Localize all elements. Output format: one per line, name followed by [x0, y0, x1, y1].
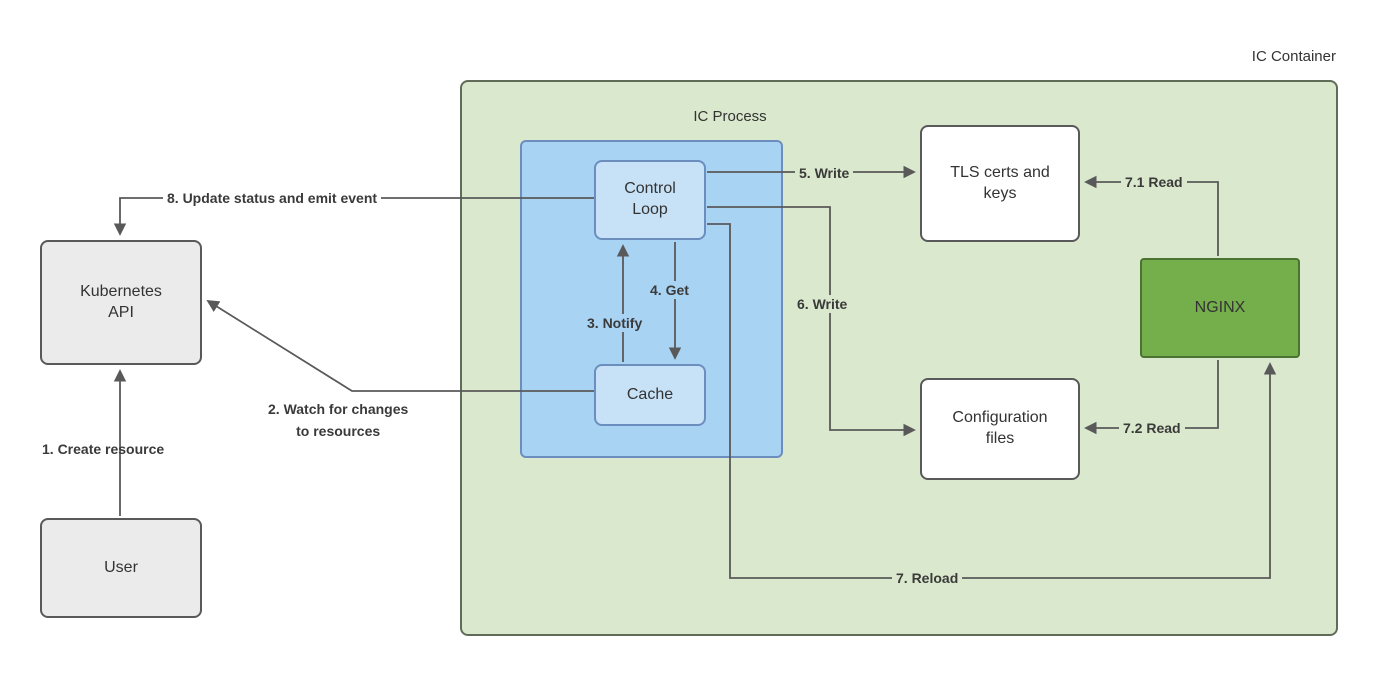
tls-certs-label: TLS certs and keys	[950, 163, 1050, 202]
edge-label-reload: 7. Reload	[892, 569, 963, 587]
user-label: User	[104, 558, 138, 576]
edge-label-write-tls: 5. Write	[795, 164, 854, 182]
edge-label-read-tls: 7.1 Read	[1121, 173, 1187, 191]
node-tls-certs-and-keys: TLS certs and keys	[920, 125, 1080, 242]
edge-label-create-resource: 1. Create resource	[42, 441, 165, 457]
edge-read-config	[1084, 360, 1219, 435]
node-user: User	[40, 518, 202, 618]
node-cache: Cache	[594, 364, 706, 426]
ic-container-title: IC Container	[1251, 48, 1336, 65]
edge-label-watch-for-changes: 2. Watch for changes to resources	[268, 401, 409, 439]
ic-process-title: IC Process	[693, 108, 767, 125]
edge-label-get: 4. Get	[646, 281, 693, 299]
nginx-label: NGINX	[1194, 298, 1246, 316]
edge-reload	[707, 223, 1277, 579]
edge-label-write-config: 6. Write	[793, 295, 852, 313]
edge-watch-for-changes	[206, 299, 594, 392]
node-kubernetes-api: Kubernetes API	[40, 240, 202, 365]
node-control-loop: Control Loop	[594, 160, 706, 240]
configuration-files-label: Configuration files	[952, 409, 1048, 447]
edge-label-read-config: 7.2 Read	[1119, 419, 1185, 437]
edge-read-tls	[1084, 175, 1219, 256]
node-nginx: NGINX	[1140, 258, 1300, 358]
edge-update-status	[113, 197, 594, 236]
cache-label: Cache	[626, 385, 674, 403]
edge-write-config	[707, 206, 916, 437]
control-loop-label: Control Loop	[624, 180, 676, 218]
edge-label-update-status: 8. Update status and emit event	[163, 189, 382, 207]
edge-label-notify: 3. Notify	[583, 314, 647, 332]
kubernetes-api-label: Kubernetes API	[80, 282, 162, 321]
node-configuration-files: Configuration files	[920, 378, 1080, 480]
